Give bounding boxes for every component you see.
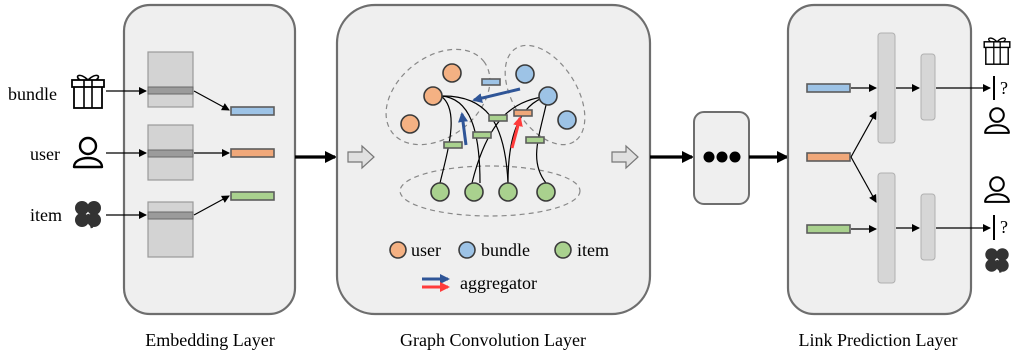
user-cluster-boundary	[385, 48, 491, 146]
legend-aggregator-label: aggregator	[460, 273, 537, 293]
user-node	[400, 114, 420, 134]
item-node	[464, 182, 484, 202]
message-vector-item	[525, 136, 545, 144]
lp-item-vector	[806, 224, 851, 234]
legend-bundle-swatch	[458, 241, 476, 259]
mlp-layer-bar	[920, 193, 936, 261]
lp-user-vector	[806, 152, 851, 162]
input-label-bundle: bundle	[8, 84, 57, 104]
user-icon	[984, 107, 1010, 134]
gcn-input-hollow-arrow	[347, 144, 375, 170]
message-vector-item	[488, 114, 508, 122]
bundle-node	[538, 86, 558, 106]
item-node	[498, 182, 518, 202]
gcn-output-hollow-arrow	[611, 144, 639, 170]
bundle-embedding-vector	[230, 106, 275, 116]
embedding-row-item	[147, 211, 194, 220]
lp-arrow-user-bottom	[850, 156, 877, 203]
gift-icon	[71, 74, 105, 109]
legend-item-label: item	[577, 240, 609, 260]
ellipsis-dot	[716, 151, 728, 163]
item-node	[536, 182, 556, 202]
mlp-layer-bar	[877, 32, 896, 144]
embedding-row-user	[147, 149, 194, 158]
input-label-item: item	[30, 205, 62, 225]
embedding-layer-caption: Embedding Layer	[145, 330, 274, 350]
legend-item-swatch	[554, 241, 572, 259]
query-mark-bottom: ?	[1000, 217, 1008, 237]
mlp-layer-bar	[920, 53, 936, 121]
item-node	[430, 182, 450, 202]
lp-bundle-vector	[806, 83, 851, 93]
bundle-node	[515, 64, 535, 84]
mlp-layer-bar	[877, 172, 896, 284]
clover-icon	[984, 247, 1010, 274]
user-node	[423, 86, 443, 106]
legend-bundle-label: bundle	[481, 240, 530, 260]
legend-user-swatch	[389, 241, 407, 259]
embedding-table-bundle	[147, 51, 194, 108]
query-mark-top: ?	[1000, 78, 1008, 98]
ellipsis-dot	[729, 151, 741, 163]
ellipsis-dot	[703, 151, 715, 163]
item-cluster-boundary	[399, 165, 581, 217]
clover-icon	[73, 199, 103, 230]
graph-edge	[440, 95, 481, 184]
user-embedding-vector	[230, 148, 275, 158]
link-prediction-caption: Link Prediction Layer	[799, 330, 958, 350]
item-embedding-vector	[230, 191, 275, 201]
aggregator-arrow-blue	[472, 87, 521, 104]
embedding-row-bundle	[147, 86, 194, 95]
graph-convolution-panel	[335, 3, 652, 316]
graph-edge	[536, 95, 549, 184]
graph-edge	[439, 95, 452, 184]
user-node	[442, 63, 462, 83]
lookup-arrow-bundle	[193, 90, 230, 111]
gift-icon	[983, 37, 1011, 65]
graph-convolution-caption: Graph Convolution Layer	[400, 330, 586, 350]
aggregator-arrow-red	[510, 116, 523, 149]
embedding-table-item	[147, 201, 194, 258]
message-vector-user	[513, 109, 533, 117]
message-vector-item	[443, 141, 463, 149]
user-icon	[984, 176, 1010, 203]
input-label-user: user	[30, 144, 60, 164]
message-vector-bundle	[481, 78, 501, 86]
graph-legend: user bundle item aggregator	[389, 240, 609, 293]
lp-arrow-user-top	[850, 111, 877, 158]
bundle-node	[557, 110, 577, 130]
user-icon	[72, 136, 104, 169]
message-vector-item	[472, 131, 492, 139]
legend-user-label: user	[411, 240, 441, 260]
lookup-arrow-item	[193, 195, 230, 216]
aggregator-arrow-blue	[458, 112, 468, 146]
